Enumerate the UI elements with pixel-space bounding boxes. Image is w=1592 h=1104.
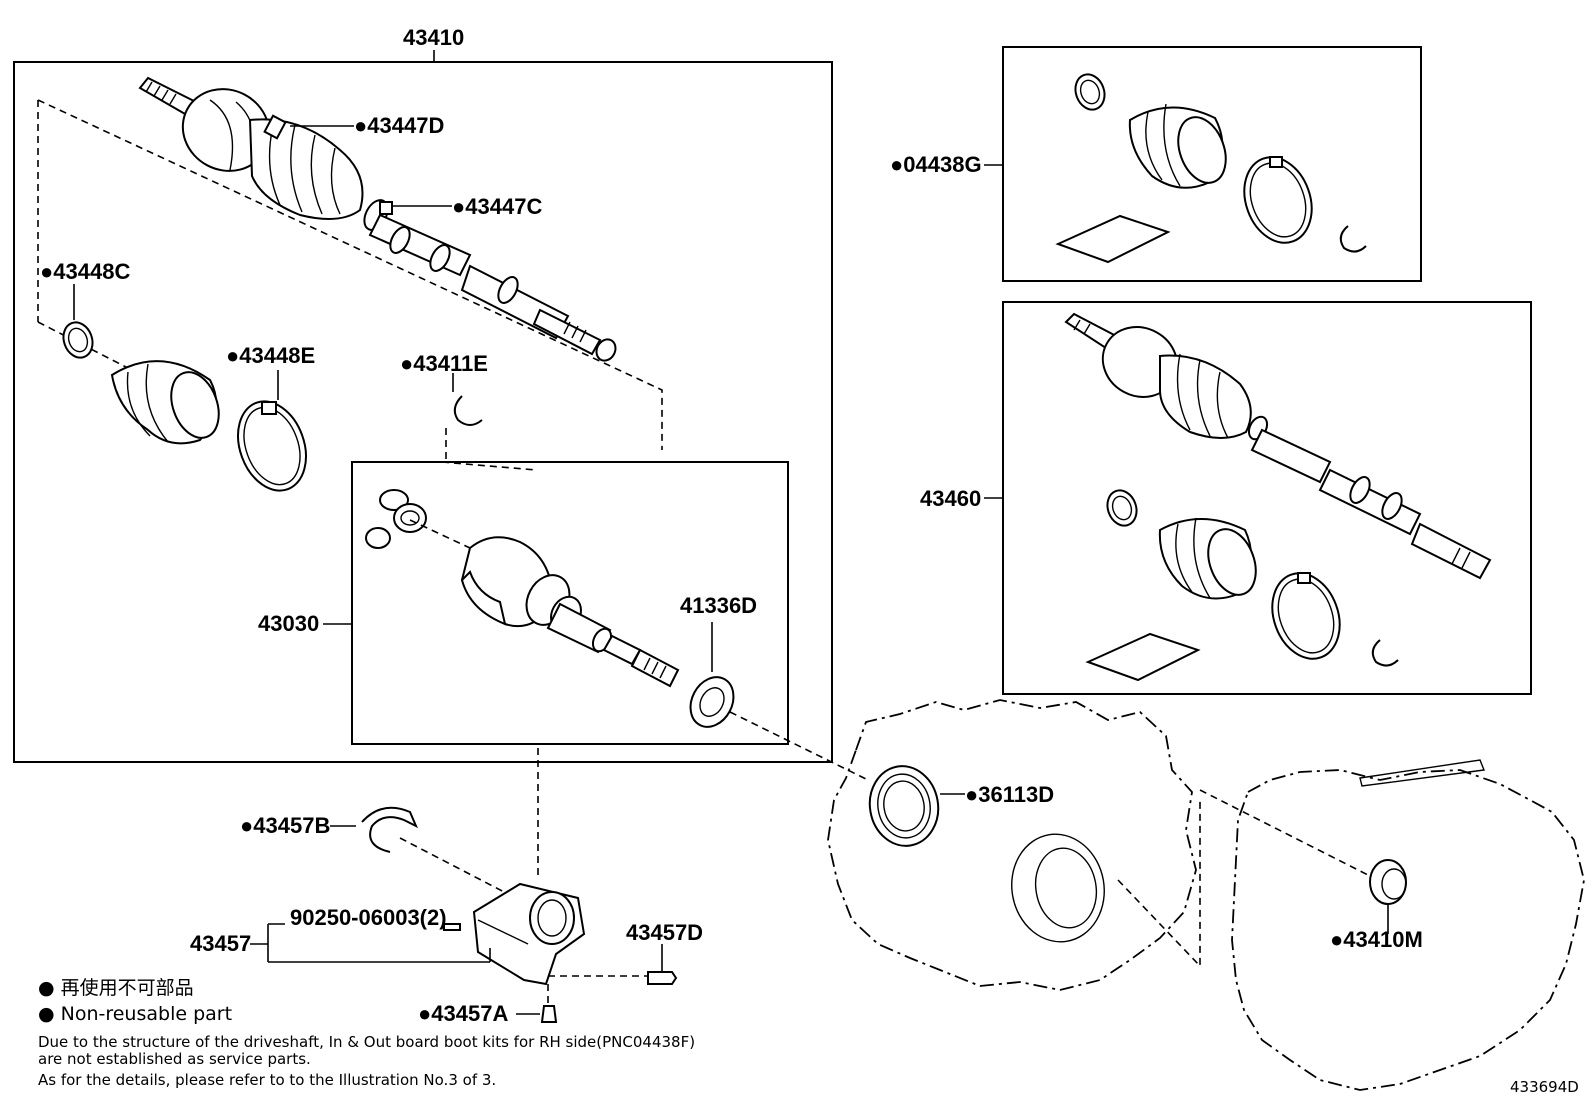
label-43460: 43460 [920,486,981,511]
boot-kit-04438G [1055,73,1367,264]
note-line-3: As for the details, please refer to to t… [38,1071,496,1089]
clamp-43448C [62,321,94,359]
label-43448E: ●43448E [226,343,315,368]
oil-seal-41336D [689,676,735,728]
bracket-43457 [472,882,586,986]
inboard-joint-43030 [365,489,680,688]
driveshaft-43460 [1064,312,1492,682]
label-43447C: ●43447C [452,194,542,219]
snap-ring-43457B [361,806,418,853]
label-04438G: ●04438G [890,152,982,177]
label-43411E: ●43411E [400,351,488,376]
note-line-2: are not established as service parts. [38,1050,311,1068]
label-36113D: ●36113D [965,782,1054,807]
snap-ring-43411E [453,395,483,426]
oil-seal-36113D [868,765,940,847]
transmission-case-outline [1231,769,1585,1091]
label-43410M: ●43410M [1330,927,1423,952]
label-43448C: ●43448C [40,259,130,284]
label-43457B: ●43457B [240,813,330,838]
label-43447D: ●43447D [354,113,444,138]
bolt-43457D [647,971,678,985]
legend-en: ● Non-reusable part [38,1003,232,1025]
label-90250-06003: 90250-06003(2) [290,905,447,930]
illustration-id: 433694D [1510,1078,1579,1096]
label-43410: 43410 [403,25,464,50]
inner-boot [110,360,220,445]
assy-43410-frame [13,61,833,763]
legend-jp: ● 再使用不可部品 [38,977,194,999]
bolt-43457A [540,1005,558,1023]
label-43457A: ●43457A [418,1001,508,1026]
assy-43030-frame [351,461,789,745]
label-43457D: 43457D [626,920,703,945]
label-41336D: 41336D [680,593,757,618]
transaxle-case-outline [827,699,1197,991]
label-43030: 43030 [258,611,319,636]
kit-04438G-frame [1002,46,1422,282]
assy-43460-frame [1002,301,1532,695]
driveshaft-43410 [138,76,617,362]
note-line-1: Due to the structure of the driveshaft, … [38,1033,695,1051]
label-43457: 43457 [190,931,251,956]
